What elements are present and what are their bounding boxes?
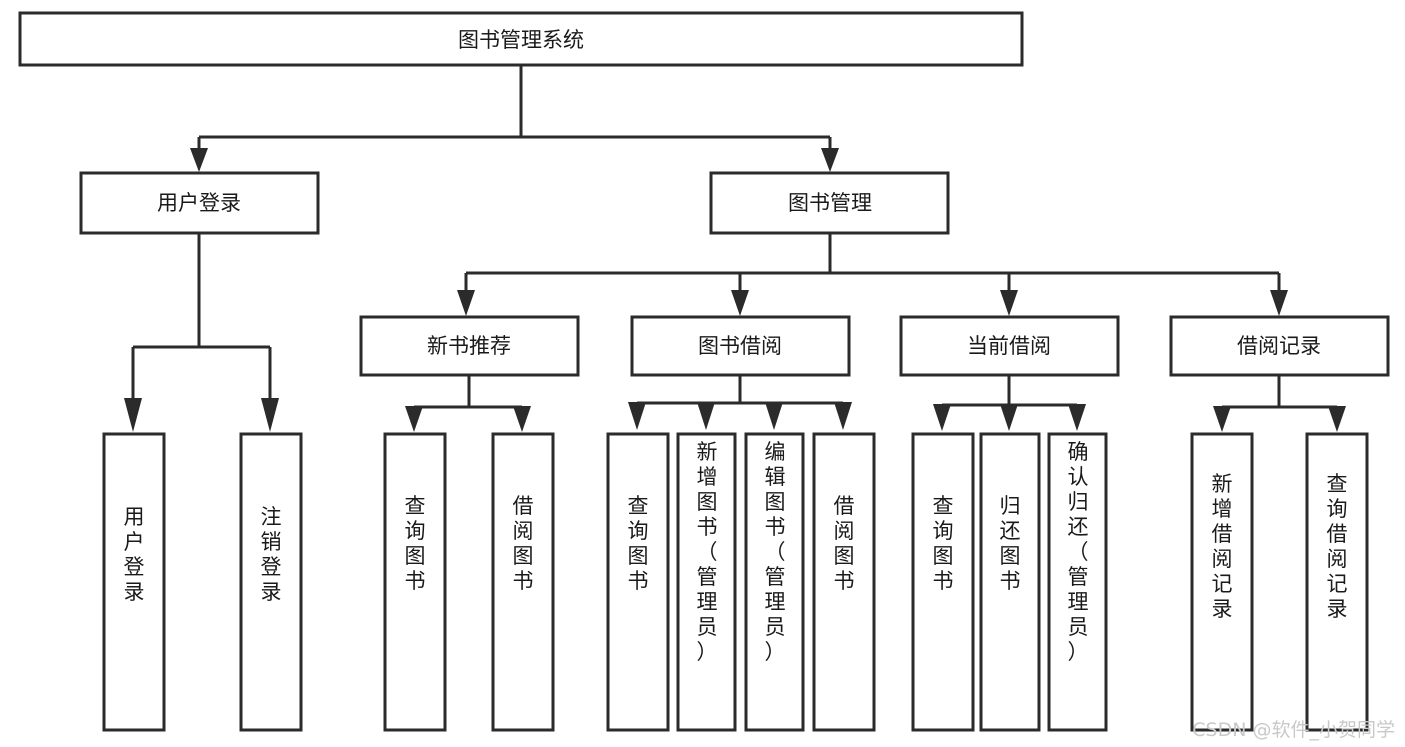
arrow-root-to-book-manage (821, 148, 839, 172)
leaf-query-book-3-box[interactable] (911, 432, 975, 732)
node-borrow-record[interactable]: 借阅记录 (1169, 315, 1390, 377)
node-book-manage-box[interactable] (709, 171, 950, 235)
connector-group-book-borrow (628, 375, 852, 430)
node-book-borrow[interactable]: 图书借阅 (630, 315, 851, 377)
leaf-add-book-label: 新增图书（管理员） (697, 440, 718, 664)
arrow-book-borrow-leaf-3 (765, 402, 783, 430)
connector-group-book-manage (457, 233, 1288, 316)
leaf-user-login[interactable]: 用户登录 (102, 432, 166, 732)
node-root-label: 图书管理系统 (458, 28, 584, 52)
leaf-edit-book-label: 编辑图书（管理员） (765, 440, 786, 664)
leaf-borrow-book-1[interactable]: 借阅图书 (491, 432, 555, 732)
arrow-current-borrow-leaf-1 (933, 404, 951, 431)
leaf-confirm-return-label: 确认归还（管理员） (1068, 440, 1089, 664)
node-new-book-rec-label: 新书推荐 (427, 334, 511, 358)
node-book-borrow-box[interactable] (630, 315, 851, 377)
leaf-borrow-book-1-box[interactable] (491, 432, 555, 732)
leaf-query-book-3-label: 查询图书 (933, 494, 954, 593)
node-new-book-rec-box[interactable] (359, 315, 580, 377)
arrow-book-borrow-leaf-2 (697, 402, 715, 430)
leaf-query-record-label: 查询借阅记录 (1327, 472, 1348, 621)
leaf-edit-book-box[interactable] (744, 432, 805, 732)
arrow-book-manage-to-book-borrow (731, 290, 749, 316)
leaf-add-book-box[interactable] (676, 432, 737, 732)
leaf-borrow-book-1-label: 借阅图书 (513, 494, 534, 593)
leaf-query-book-1[interactable]: 查询图书 (383, 432, 447, 732)
leaf-user-login-box[interactable] (102, 432, 166, 732)
leaf-query-book-3[interactable]: 查询图书 (911, 432, 975, 732)
node-book-manage-label: 图书管理 (788, 191, 872, 215)
arrow-book-manage-to-current-borrow (1000, 290, 1018, 316)
leaf-confirm-return[interactable]: 确认归还（管理员） (1047, 432, 1108, 732)
node-user-login-box[interactable] (79, 171, 320, 235)
leaf-borrow-book-2[interactable]: 借阅图书 (812, 432, 876, 732)
node-borrow-record-label: 借阅记录 (1237, 334, 1321, 358)
leaf-query-book-2[interactable]: 查询图书 (606, 432, 670, 732)
connector-group-user-login (124, 233, 279, 432)
leaf-logout-label: 注销登录 (261, 505, 282, 604)
leaf-add-record[interactable]: 新增借阅记录 (1190, 432, 1254, 732)
arrow-borrow-record-leaf-1 (1213, 406, 1231, 432)
leaf-edit-book[interactable]: 编辑图书（管理员） (744, 432, 805, 732)
leaf-borrow-book-2-label: 借阅图书 (834, 494, 855, 593)
leaf-borrow-book-2-box[interactable] (812, 432, 876, 732)
connector-group-root (190, 66, 839, 172)
node-root-box[interactable] (18, 11, 1024, 67)
leaf-logout[interactable]: 注销登录 (239, 432, 303, 732)
node-current-borrow-label: 当前借阅 (967, 334, 1051, 358)
connector-group-current-borrow (933, 375, 1086, 431)
arrow-book-manage-to-borrow-record (1270, 290, 1288, 316)
node-user-login[interactable]: 用户登录 (79, 171, 320, 235)
leaf-query-book-1-box[interactable] (383, 432, 447, 732)
arrow-user-login-leaf-2 (261, 398, 279, 432)
node-book-borrow-label: 图书借阅 (698, 334, 782, 358)
leaf-query-book-1-label: 查询图书 (405, 494, 426, 593)
csdn-watermark: CSDN @软件_小贺同学 (1192, 719, 1395, 741)
leaf-add-book[interactable]: 新增图书（管理员） (676, 432, 737, 732)
node-new-book-rec[interactable]: 新书推荐 (359, 315, 580, 377)
leaf-confirm-return-box[interactable] (1047, 432, 1108, 732)
arrow-book-borrow-leaf-4 (834, 402, 852, 430)
node-book-manage[interactable]: 图书管理 (709, 171, 950, 235)
node-root[interactable]: 图书管理系统 (18, 11, 1024, 67)
connector-group-borrow-record (1213, 375, 1346, 432)
arrow-current-borrow-leaf-3 (1068, 404, 1086, 431)
leaf-query-record-box[interactable] (1305, 432, 1369, 732)
node-current-borrow-box[interactable] (899, 315, 1120, 377)
leaf-add-record-label: 新增借阅记录 (1212, 472, 1233, 621)
arrow-borrow-record-leaf-2 (1328, 406, 1346, 432)
leaf-logout-box[interactable] (239, 432, 303, 732)
connector-group-new-book-rec (405, 375, 531, 432)
leaf-query-record[interactable]: 查询借阅记录 (1305, 432, 1369, 732)
arrow-current-borrow-leaf-2 (1000, 404, 1018, 431)
arrow-root-to-user-login (190, 148, 208, 172)
leaf-query-book-2-label: 查询图书 (628, 494, 649, 593)
node-user-login-label: 用户登录 (157, 191, 241, 215)
leaf-return-book-box[interactable] (979, 432, 1041, 732)
arrow-new-book-rec-leaf-1 (405, 406, 423, 432)
arrow-book-borrow-leaf-1 (628, 402, 646, 430)
node-current-borrow[interactable]: 当前借阅 (899, 315, 1120, 377)
arrow-user-login-leaf-1 (124, 398, 142, 432)
leaf-return-book[interactable]: 归还图书 (979, 432, 1041, 732)
arrow-new-book-rec-leaf-2 (513, 406, 531, 432)
arrow-book-manage-to-new-book-rec (457, 290, 475, 316)
leaf-add-record-box[interactable] (1190, 432, 1254, 732)
node-borrow-record-box[interactable] (1169, 315, 1390, 377)
leaf-query-book-2-box[interactable] (606, 432, 670, 732)
leaf-return-book-label: 归还图书 (1000, 494, 1021, 593)
leaf-user-login-label: 用户登录 (124, 505, 145, 604)
